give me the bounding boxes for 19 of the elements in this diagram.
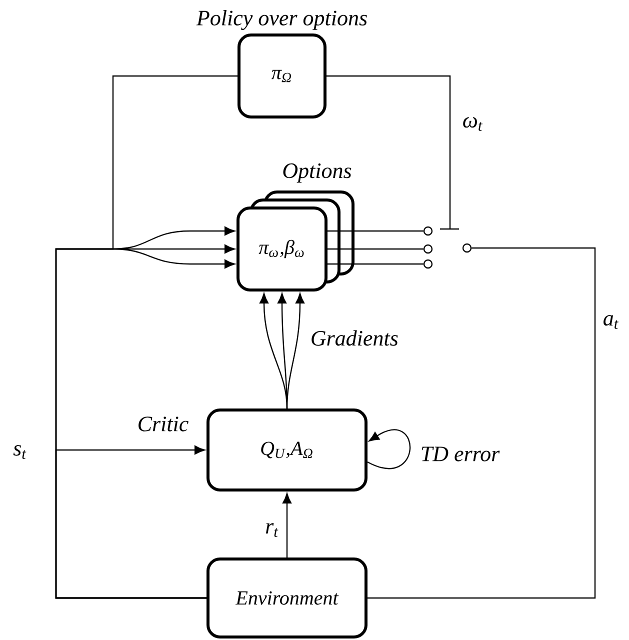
edge-label: r$_{t}$ xyxy=(263,521,281,539)
edge-label: Gradients xyxy=(308,328,400,348)
environment-box: Environment xyxy=(206,558,368,638)
arrow xyxy=(286,293,304,409)
edge-label: s$_{t}$ xyxy=(11,443,29,461)
edge-label: ω$_{t}$ xyxy=(460,115,486,133)
box-caption: Critic xyxy=(138,416,188,432)
policy-box: π$_{Ω}$ xyxy=(238,34,326,118)
switch-terminal xyxy=(423,244,433,254)
switch-terminal xyxy=(423,226,433,236)
switch-terminal xyxy=(462,243,472,253)
critic-box: Q$_{U}$,A$_{Ω}$ xyxy=(206,408,368,492)
arrow xyxy=(282,493,292,558)
switch-terminal xyxy=(423,259,433,269)
edge-label: a$_{t}$ xyxy=(600,313,622,331)
box-heading: Options xyxy=(283,163,352,183)
edge-label: TD error xyxy=(418,444,502,464)
box-heading: Policy over options xyxy=(196,10,367,30)
arrow xyxy=(367,429,410,470)
